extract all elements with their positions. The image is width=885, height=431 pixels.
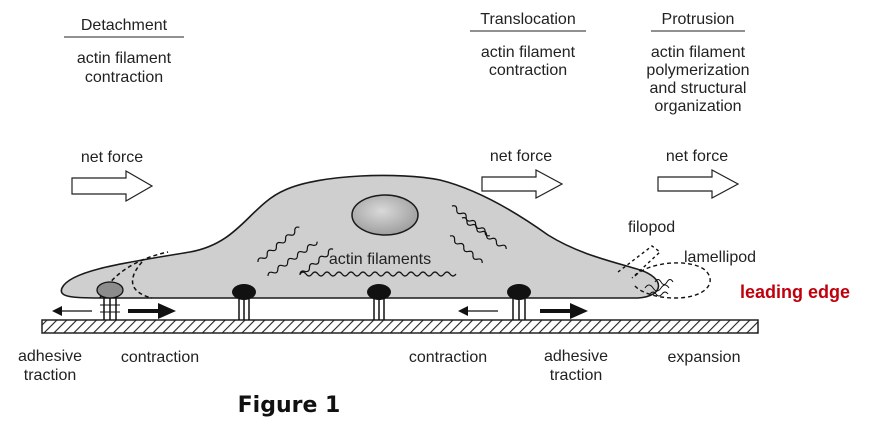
header-detachment-line2: contraction [85, 69, 163, 86]
header-detachment-title: Detachment [81, 17, 168, 34]
lamellipod-label: lamellipod [684, 249, 756, 266]
net-force-arrow-middle [481, 168, 564, 200]
header-translocation-line2: contraction [489, 62, 567, 79]
arrow-front-right-bold [540, 303, 588, 319]
header-translocation-line1: actin filament [481, 44, 576, 61]
header-translocation-title: Translocation [480, 11, 575, 28]
nucleus [351, 194, 419, 236]
adhesive-traction-left-line2: traction [24, 367, 76, 384]
actin-filaments-squiggles [257, 205, 507, 277]
header-protrusion-title: Protrusion [662, 11, 735, 28]
adhesive-traction-left-line1: adhesive [18, 348, 82, 365]
header-detachment: Detachment actin filament contraction [64, 17, 184, 86]
actin-filaments-label: actin filaments [329, 251, 431, 268]
rear-dashed-outline-2 [131, 261, 153, 299]
header-protrusion-line2: polymerization [646, 62, 749, 79]
arrow-rear-left [52, 306, 92, 316]
header-translocation: Translocation actin filament contraction [470, 11, 586, 79]
leading-edge-label: leading edge [740, 282, 850, 302]
arrow-front-left [458, 306, 498, 316]
adhesion-middle-1 [232, 284, 256, 320]
net-force-arrow-right [657, 168, 740, 200]
expansion-label: expansion [668, 349, 741, 366]
substrate [41, 319, 759, 334]
lamellipod-outline [634, 262, 711, 299]
lamellipod-mesh [644, 279, 674, 297]
header-protrusion-line3: and structural [650, 80, 747, 97]
net-force-label-right: net force [666, 148, 728, 165]
adhesion-middle-2 [367, 284, 391, 320]
net-force-label-left: net force [81, 149, 143, 166]
contraction-right-label: contraction [409, 349, 487, 366]
adhesive-traction-right-line1: adhesive [544, 348, 608, 365]
net-force-arrow-left [71, 169, 154, 203]
figure-caption: Figure 1 [238, 393, 341, 418]
contraction-left-label: contraction [121, 349, 199, 366]
adhesive-traction-right-line2: traction [550, 367, 602, 384]
adhesion-rear [96, 281, 124, 320]
filopod-label: filopod [628, 219, 675, 236]
header-protrusion-line1: actin filament [651, 44, 746, 61]
net-force-label-middle: net force [490, 148, 552, 165]
arrow-rear-right-bold [128, 303, 176, 319]
header-protrusion-line4: organization [654, 98, 741, 115]
adhesion-front [507, 284, 531, 320]
cell-body [60, 174, 660, 299]
header-detachment-line1: actin filament [77, 50, 172, 67]
header-protrusion: Protrusion actin filament polymerization… [646, 11, 749, 115]
